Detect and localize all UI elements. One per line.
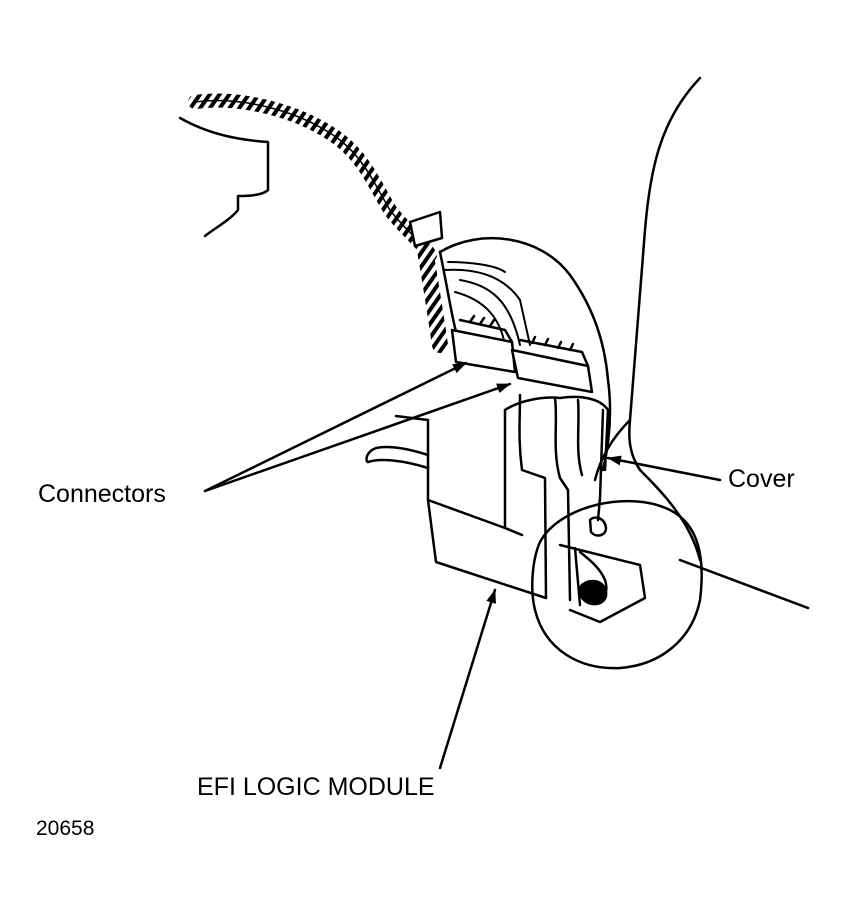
figure-number: 20658 (36, 817, 95, 840)
module-label: EFI LOGIC MODULE (197, 773, 435, 801)
cover-arrow (606, 455, 722, 482)
module-lower-body (426, 498, 548, 600)
connectors-arrow-2 (203, 382, 512, 493)
body-panel-outline (628, 76, 702, 562)
connectors-label: Connectors (38, 480, 166, 508)
mounting-tab (370, 445, 430, 457)
connectors-arrow-1 (203, 361, 468, 493)
module-arrow (438, 588, 497, 770)
harness-branch (417, 242, 448, 353)
connector-right (510, 348, 594, 394)
harness-clip (408, 210, 444, 248)
module-front-face (426, 408, 507, 530)
leader-line (678, 558, 810, 610)
cover-shell (438, 236, 612, 472)
module-cover-front (503, 395, 610, 472)
cover-label: Cover (728, 465, 795, 493)
fender-outline (178, 116, 270, 238)
detail-circle (531, 499, 703, 670)
connector-left (450, 328, 517, 374)
mounting-bolt (578, 579, 608, 606)
